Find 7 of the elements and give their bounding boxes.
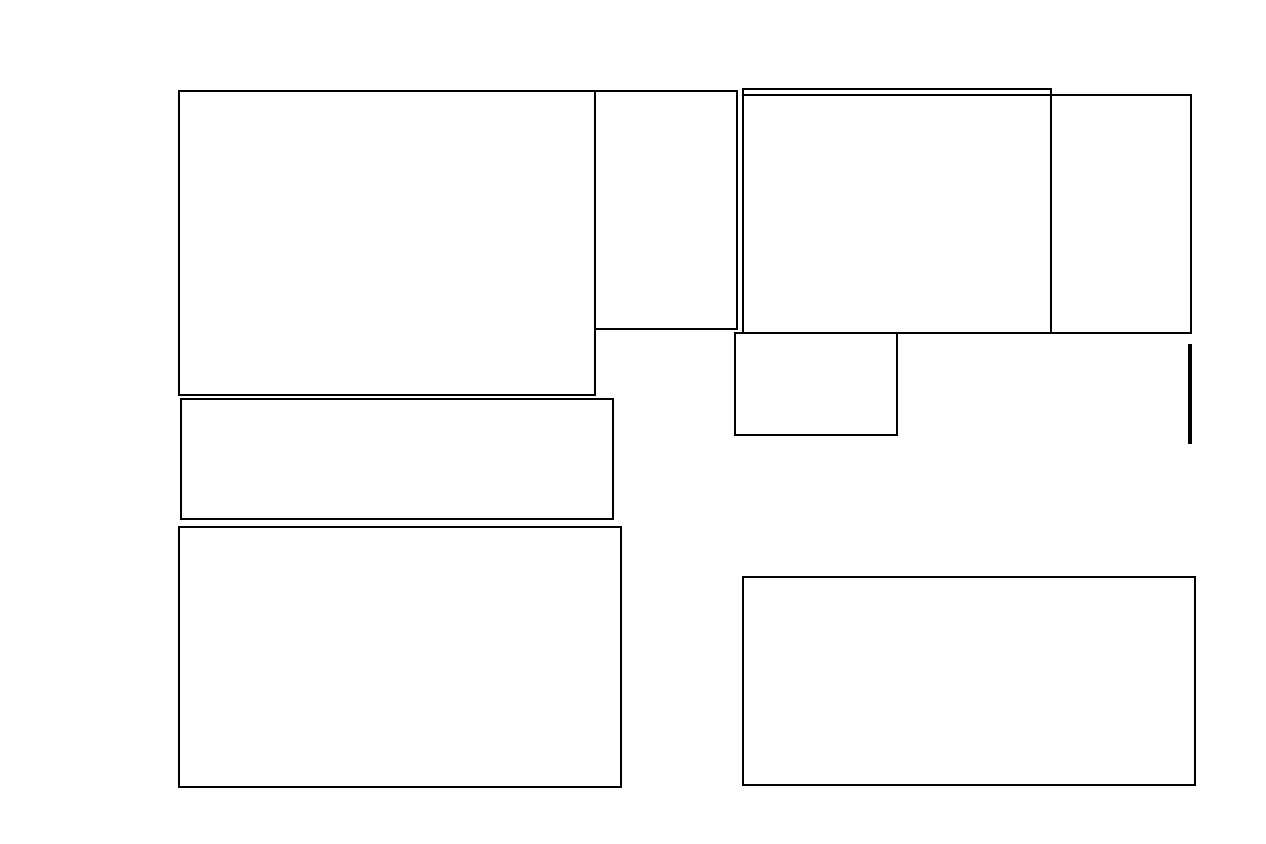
empty-box [178,526,622,788]
empty-box [734,332,898,436]
empty-box [742,94,1192,334]
empty-box [178,90,596,396]
empty-box [742,576,1196,786]
empty-box [180,398,614,520]
empty-box [594,90,738,330]
